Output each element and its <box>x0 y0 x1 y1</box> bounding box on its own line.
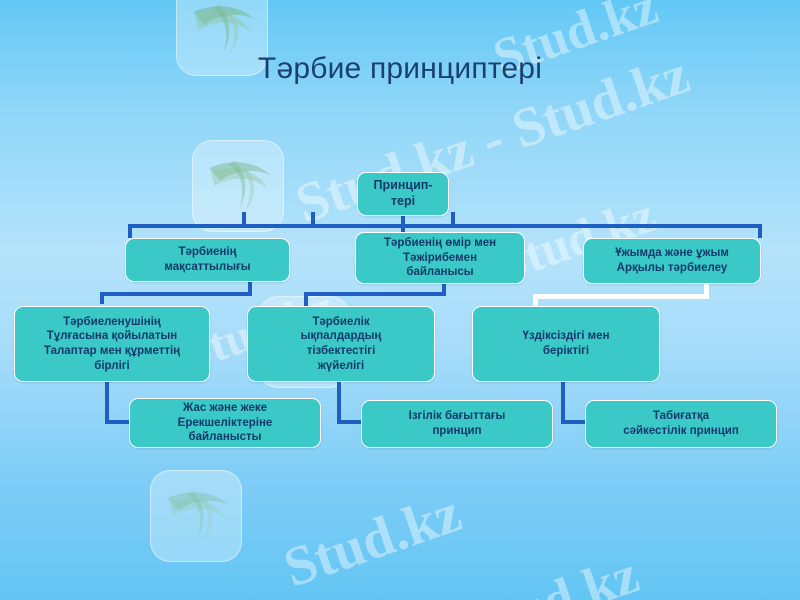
connector-l3-l4-right-horiz <box>561 420 585 424</box>
connector-l3-l4-left-horiz <box>105 420 129 424</box>
node-root-label: Принцип-тері <box>373 178 433 208</box>
connector-l2-l3-right-drop <box>533 294 538 306</box>
node-root[interactable]: Принцип-тері <box>357 172 449 216</box>
leaf-logo-watermark <box>150 470 242 562</box>
connector-l2-l3-mid-stem <box>442 282 446 296</box>
connector-root-stem <box>401 215 405 227</box>
connector-bus-drop <box>128 224 132 238</box>
leaf-logo-watermark <box>192 140 284 232</box>
watermark-text: Stud.kz <box>276 481 469 600</box>
connector-bus-drop <box>242 212 246 226</box>
connector-l3-l4-right-vert <box>561 382 565 424</box>
connector-l3-l4-mid-horiz <box>337 420 361 424</box>
connector-bus-drop <box>311 212 315 226</box>
page-title: Тәрбие принциптері <box>257 52 543 85</box>
connector-bus-drop <box>451 212 455 226</box>
connector-l2-l3-right-stem <box>704 284 709 299</box>
watermark-text: Stud.kz <box>460 543 646 600</box>
connector-l3-l4-left-vert <box>105 382 109 424</box>
connector-main-bus <box>128 224 762 228</box>
connector-l3-l4-mid-vert <box>337 382 341 424</box>
connector-l2-l3-mid-drop <box>304 292 308 306</box>
leaf-logo-icon <box>209 160 271 212</box>
connector-bus-drop <box>758 224 762 238</box>
connector-l2-l3-right <box>533 294 709 299</box>
connector-bus-drop <box>401 224 405 238</box>
connector-l2-l3-left-stem <box>248 282 252 296</box>
leaf-logo-icon <box>167 490 229 542</box>
connector-l2-l3-mid <box>304 292 446 296</box>
connector-l2-l3-left-drop <box>100 292 104 304</box>
connector-l2-l3-left <box>100 292 252 296</box>
